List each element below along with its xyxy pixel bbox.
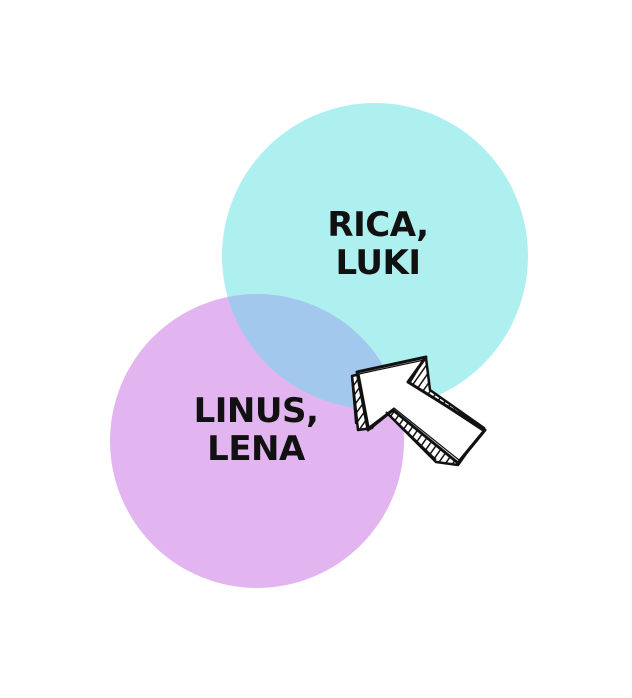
label-line: LINUS, bbox=[193, 391, 319, 431]
label-line: LENA bbox=[207, 429, 305, 469]
label-line: LUKI bbox=[335, 243, 421, 283]
hand-drawn-arrow-icon bbox=[350, 355, 487, 467]
label-linus-lena: LINUS, LENA bbox=[176, 392, 336, 468]
label-line: RICA, bbox=[327, 205, 429, 245]
label-rica-luki: RICA, LUKI bbox=[298, 206, 458, 282]
circle-overlap bbox=[222, 294, 404, 409]
